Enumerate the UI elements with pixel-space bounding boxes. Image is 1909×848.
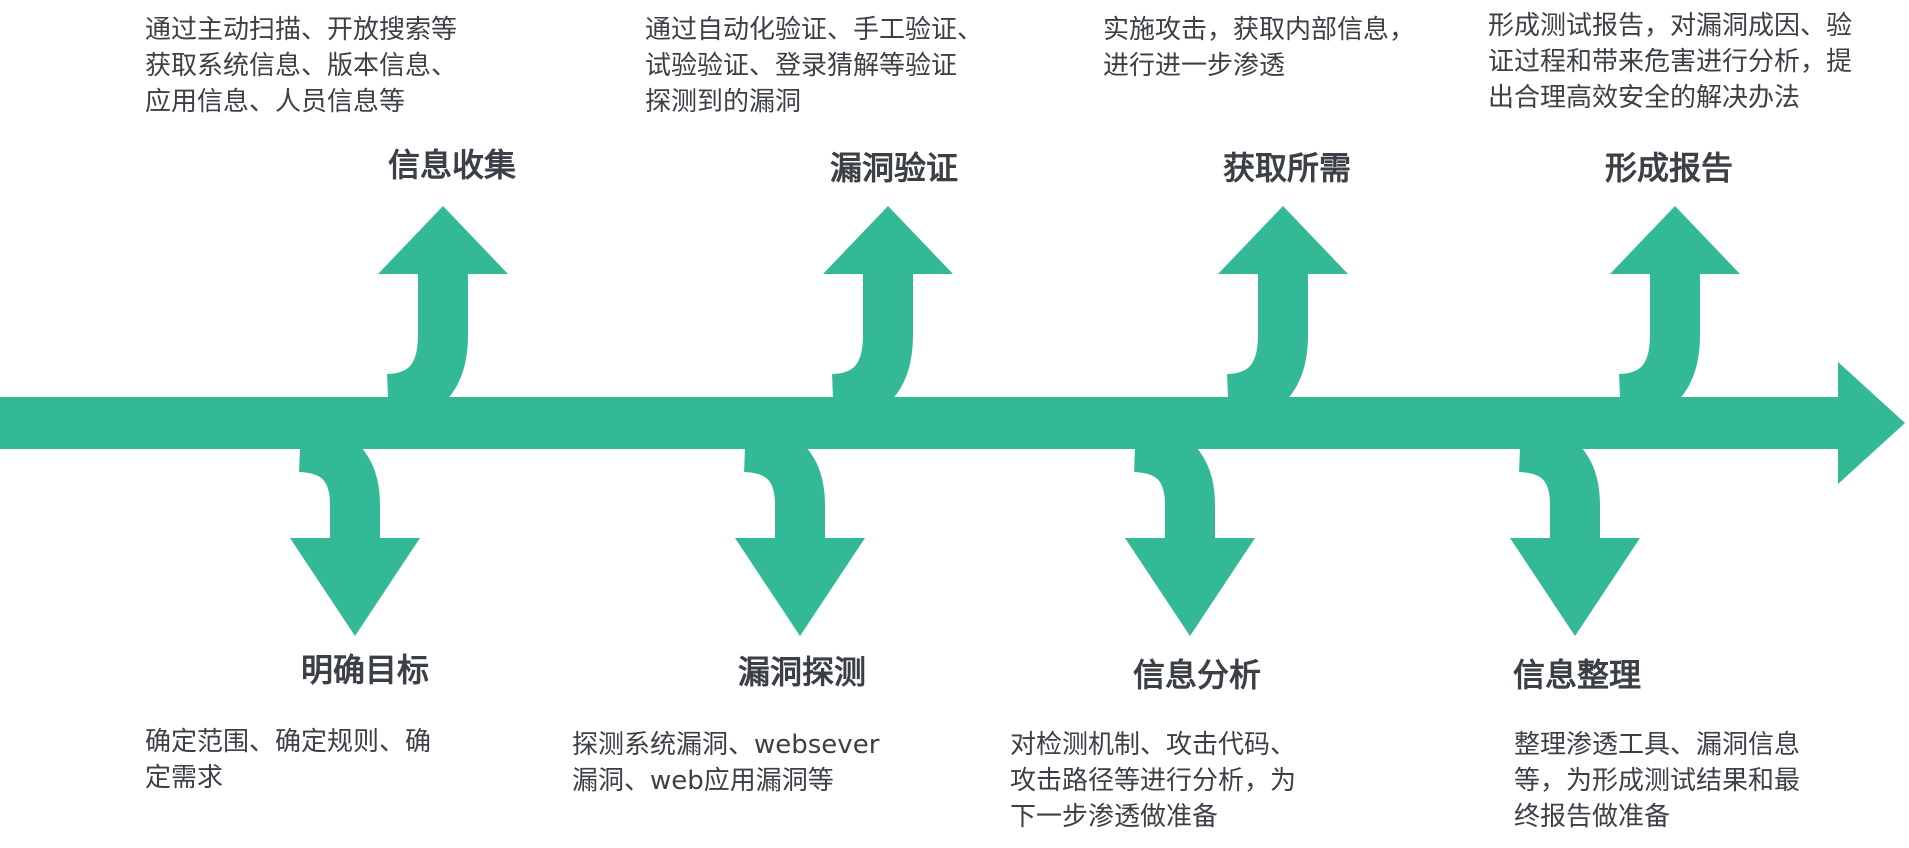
branch-down-3 (1132, 422, 1215, 545)
step-desc-form-report: 形成测试报告，对漏洞成因、验 证过程和带来危害进行分析，提 出合理高效安全的解决… (1488, 11, 1853, 113)
arrow-head-up-4 (1610, 206, 1740, 274)
branch-up-3 (1225, 265, 1308, 424)
step-desc-info-analysis: 对检测机制、攻击代码、 攻击路径等进行分析，为 下一步渗透做准备 (1010, 730, 1297, 832)
arrow-head-down-4 (1510, 538, 1640, 636)
step-desc-clear-target: 确定范围、确定规则、确 定需求 (145, 727, 432, 793)
step-title-vuln-detection: 漏洞探测 (738, 653, 867, 691)
arrow-head-down-2 (735, 538, 865, 636)
branch-down-2 (742, 422, 825, 545)
step-desc-vuln-detection: 探测系统漏洞、websever 漏洞、web应用漏洞等 (572, 730, 880, 796)
branch-up-1 (385, 265, 468, 424)
branch-heads (290, 206, 1740, 636)
step-desc-obtain-needs: 实施攻击，获取内部信息， 进行进一步渗透 (1103, 15, 1416, 81)
branch-stems (297, 265, 1700, 545)
step-title-form-report: 形成报告 (1605, 149, 1734, 187)
branch-down-4 (1517, 422, 1600, 545)
step-title-clear-target: 明确目标 (301, 651, 430, 689)
arrow-head-up-1 (378, 206, 508, 274)
step-title-obtain-needs: 获取所需 (1223, 149, 1352, 187)
arrow-head-down-3 (1125, 538, 1255, 636)
step-desc-vuln-verification: 通过自动化验证、手工验证、 试验验证、登录猜解等验证 探测到的漏洞 (645, 15, 984, 117)
step-desc-info-collection: 通过主动扫描、开放搜索等 获取系统信息、版本信息、 应用信息、人员信息等 (145, 15, 458, 117)
step-title-info-collection: 信息收集 (388, 146, 517, 184)
branch-up-2 (830, 265, 913, 424)
main-arrow (0, 362, 1905, 484)
step-title-info-organize: 信息整理 (1513, 656, 1642, 694)
arrow-head-down-1 (290, 538, 420, 636)
main-arrow-head (1838, 362, 1905, 484)
branch-down-1 (297, 422, 380, 545)
arrow-head-up-2 (823, 206, 953, 274)
arrow-head-up-3 (1218, 206, 1348, 274)
step-desc-info-organize: 整理渗透工具、漏洞信息 等，为形成测试结果和最 终报告做准备 (1514, 730, 1801, 832)
branch-up-4 (1617, 265, 1700, 424)
step-title-vuln-verification: 漏洞验证 (830, 149, 959, 187)
step-title-info-analysis: 信息分析 (1133, 656, 1262, 694)
